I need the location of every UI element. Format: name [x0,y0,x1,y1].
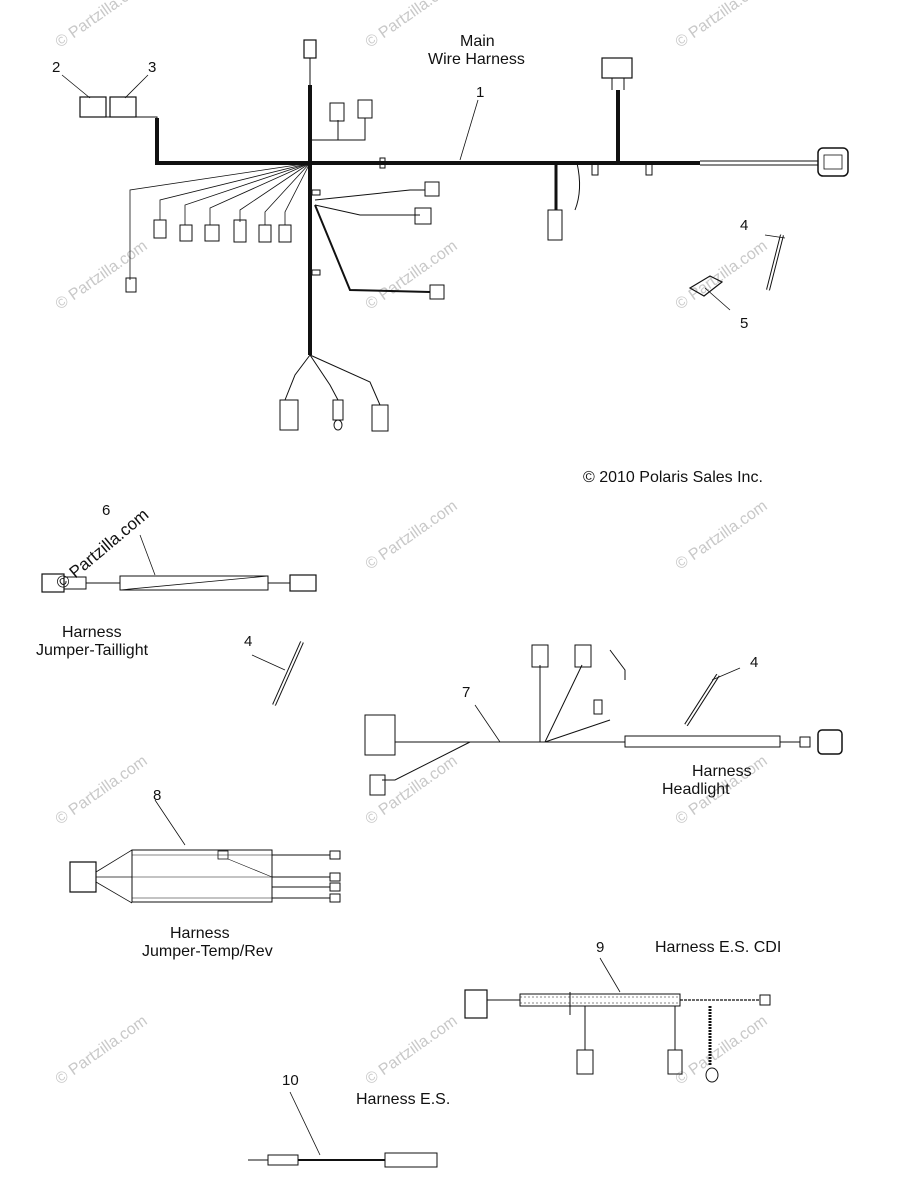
caption-es-cdi: Harness E.S. CDI [655,939,781,956]
caption-headlight-line2: Headlight [662,781,730,798]
caption-taillight-line2: Jumper-Taillight [36,642,149,659]
watermark: © Partzilla.com [363,238,461,314]
caption-temprev-line2: Jumper-Temp/Rev [142,943,273,960]
harness-jumper-taillight [41,534,317,593]
caption-temprev-line1: Harness [170,925,230,942]
leader-lines [61,74,786,681]
callout-2: 2 [52,59,60,76]
callout-7: 7 [462,684,470,701]
watermark: © Partzilla.com [363,1013,461,1089]
callout-9: 9 [596,939,604,956]
harness-headlight [364,644,843,796]
callout-4: 4 [740,217,748,234]
caption-main-line1: Main [460,33,495,50]
caption-taillight-line1: Harness [62,624,122,641]
main-wire-harness [79,39,849,432]
callout-6: 6 [102,502,110,519]
harness-jumper-temp-rev [69,799,341,904]
watermark: © Partzilla.com [673,0,771,51]
caption-main-line2: Wire Harness [428,51,525,68]
watermark: © Partzilla.com [673,498,771,574]
watermark: © Partzilla.com [673,1013,771,1089]
harness-es-cdi [464,957,771,1083]
harness-es [248,1091,438,1168]
caption-es: Harness E.S. [356,1091,450,1108]
callout-4: 4 [750,654,758,671]
callout-4: 4 [244,633,252,650]
caption-headlight-line1: Harness [692,763,752,780]
part-5-clip [688,275,724,297]
callout-5: 5 [740,315,748,332]
watermark: © Partzilla.com [363,498,461,574]
callout-8: 8 [153,787,161,804]
watermark: © Partzilla.com [53,0,151,51]
watermark: © Partzilla.com [363,0,461,51]
callout-10: 10 [282,1072,299,1089]
callout-3: 3 [148,59,156,76]
watermark: © Partzilla.com [673,238,771,314]
watermark: © Partzilla.com [53,1013,151,1089]
copyright: © 2010 Polaris Sales Inc. [583,469,763,486]
part-4-cable-tie [684,673,720,727]
watermark: © Partzilla.com [53,753,151,829]
watermark: © Partzilla.com [363,753,461,829]
part-4-cable-tie [766,234,784,291]
part-4-cable-tie [272,641,304,706]
watermark: © Partzilla.com [53,238,151,314]
callout-1: 1 [476,84,484,101]
